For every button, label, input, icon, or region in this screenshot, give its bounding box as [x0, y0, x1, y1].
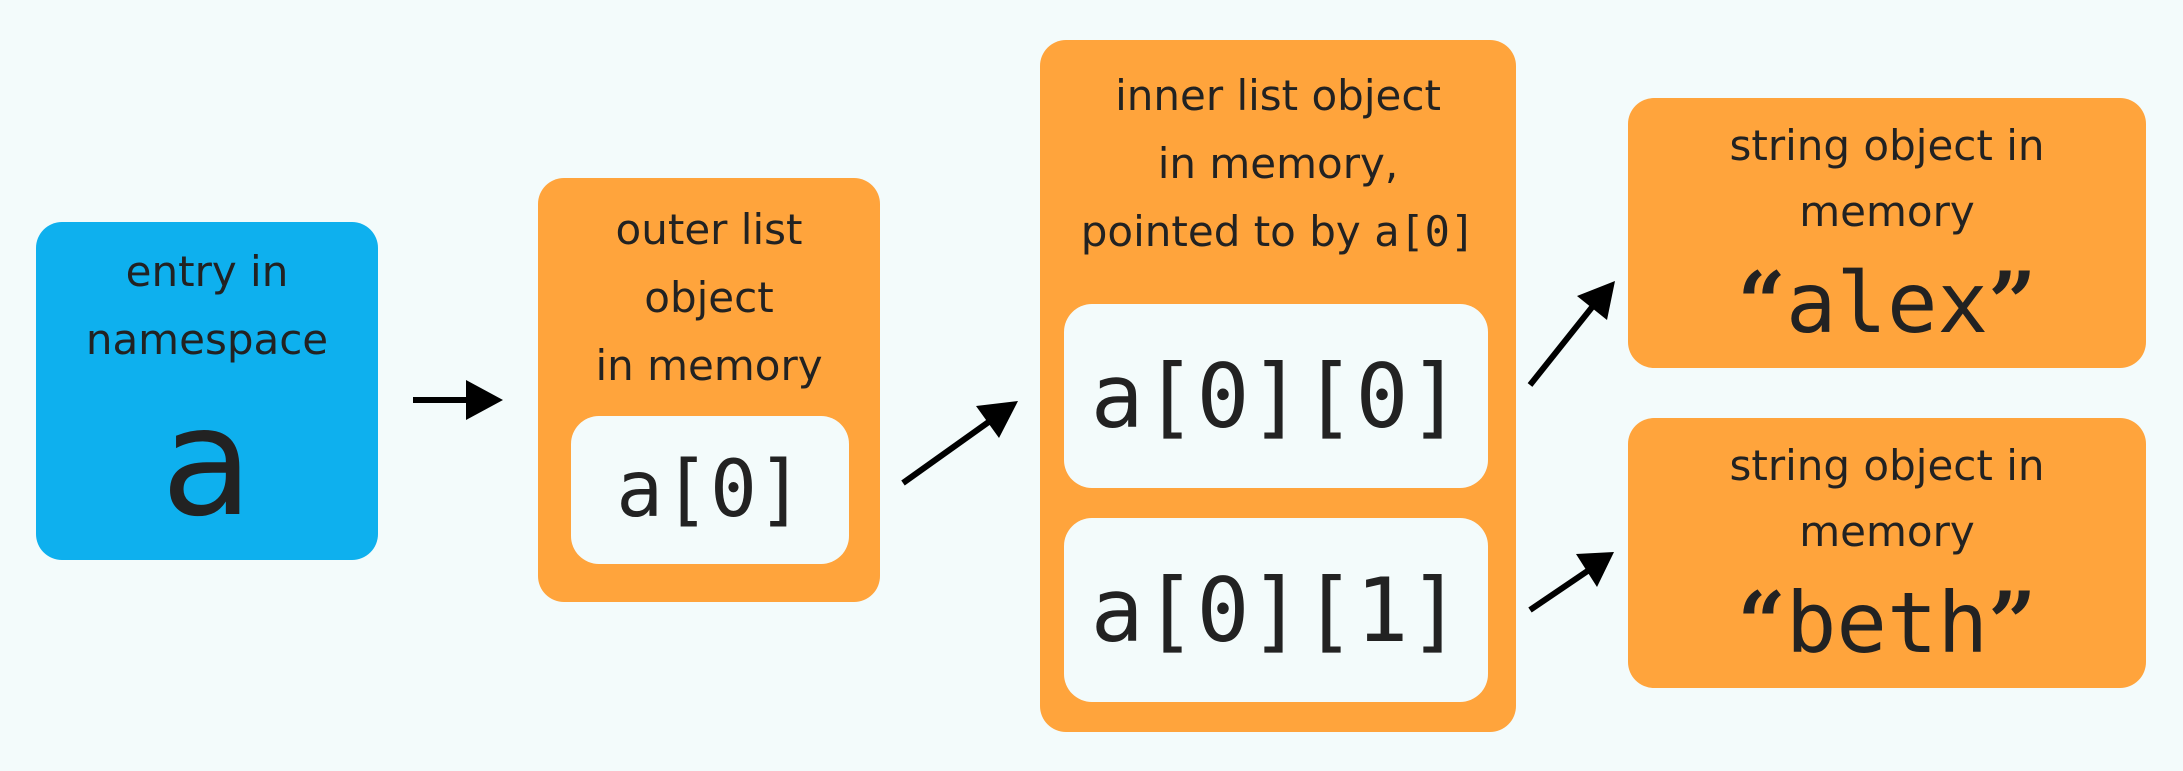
string-value-beth: “beth”	[1737, 573, 2037, 672]
string-box-beth-label: string object in memory	[1729, 441, 2045, 556]
inner-list-label-text: pointed to by	[1080, 207, 1375, 256]
arrow-inner0-to-alex	[1527, 281, 1615, 387]
string-box-alex: string object in memory “alex”	[1628, 98, 2146, 368]
outer-list-element: a[0]	[571, 416, 849, 564]
outer-list-box: outer list object in memory a[0]	[538, 178, 880, 602]
namespace-entry-label: entry in namespace	[85, 247, 329, 364]
variable-name: a	[161, 376, 253, 550]
string-box-alex-label: string object in memory	[1729, 121, 2045, 236]
string-value-alex: “alex”	[1737, 253, 2037, 352]
inner-list-label-code: a[0]	[1374, 207, 1476, 256]
inner-list-label: inner list object in memory, pointed to …	[1080, 71, 1476, 256]
arrow-inner1-to-beth	[1528, 552, 1614, 613]
string-box-beth: string object in memory “beth”	[1628, 418, 2146, 688]
inner-list-element-0: a[0][0]	[1064, 304, 1488, 488]
inner-list-element-1: a[0][1]	[1064, 518, 1488, 702]
arrow-outer-to-inner	[901, 401, 1018, 486]
outer-list-label: outer list object in memory	[595, 205, 823, 390]
arrow-namespace-to-outer	[413, 380, 503, 420]
inner-list-box: inner list object in memory, pointed to …	[1040, 40, 1516, 732]
namespace-entry-box: entry in namespace a	[36, 222, 378, 560]
